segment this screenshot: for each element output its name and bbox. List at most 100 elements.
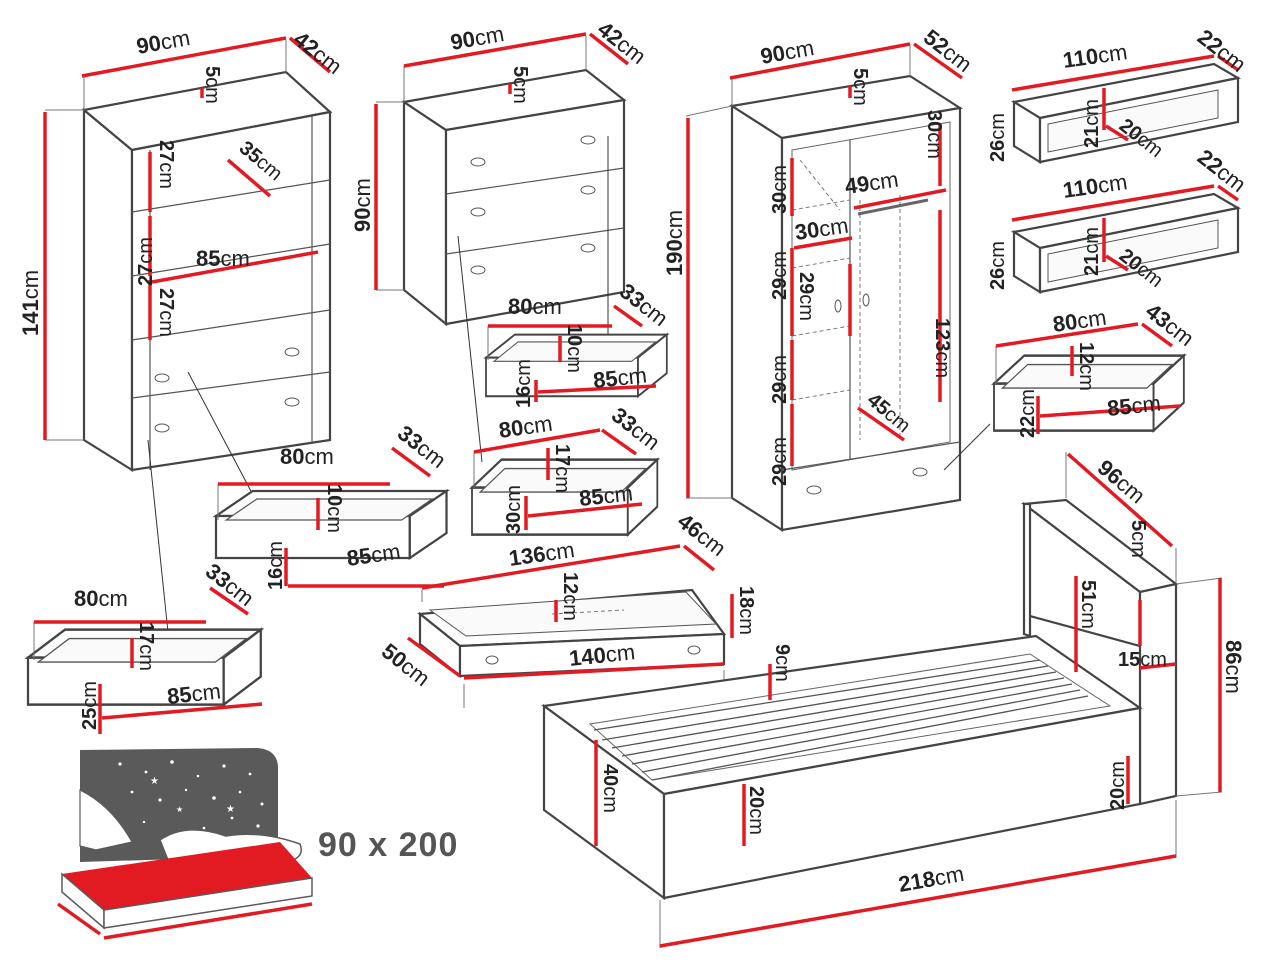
wardrobe-drawer-front-label: 22: [1017, 416, 1039, 438]
mattress-size-icon: ★ ★ ★: [56, 748, 313, 940]
chest-drawer-b-inner-height-label: 17: [551, 444, 573, 466]
wardrobe-width-label: 90: [759, 40, 787, 69]
svg-text:141cm: 141cm: [18, 270, 43, 336]
bed-slats: [593, 659, 1089, 781]
svg-text:190cm: 190cm: [662, 210, 687, 276]
svg-text:10cm: 10cm: [323, 484, 345, 533]
bookcase-top-label: 5: [201, 66, 223, 77]
svg-text:140cm: 140cm: [568, 639, 636, 671]
bed-drawer-outer-width-label: 140: [568, 642, 607, 671]
chest-width-label: 90: [449, 26, 477, 55]
wardrobe-rail-width-label: 49: [843, 171, 871, 199]
svg-text:90cm: 90cm: [759, 35, 816, 69]
svg-text:★: ★: [150, 776, 159, 787]
chest-drawer-a-front-label: 16: [513, 386, 535, 408]
svg-text:30cm: 30cm: [769, 165, 791, 214]
chest-drawer-b: 80cm 33cm 17cm 30cm 85cm: [470, 402, 665, 536]
chest-drawer-a-inner-width-label: 85: [592, 366, 619, 393]
bookcase-drawer-b-front-label: 25: [79, 708, 101, 730]
svg-text:85cm: 85cm: [592, 362, 648, 392]
bed-foot-height-label: 20: [1107, 788, 1129, 810]
wardrobe-hanging-height-label: 123: [931, 318, 953, 351]
svg-text:5cm: 5cm: [849, 68, 871, 106]
chest-drawer-a-width-label: 80: [508, 294, 532, 319]
wardrobe-gap-2-label: 29: [769, 278, 791, 300]
svg-text:27cm: 27cm: [155, 140, 177, 189]
chest-of-drawers: 90cm 42cm 5cm 90cm: [350, 16, 651, 463]
svg-text:16cm: 16cm: [513, 359, 535, 408]
bed-drawer-width-label: 136: [507, 541, 547, 571]
svg-text:★: ★: [176, 805, 183, 814]
wardrobe-drawer-width-label: 80: [1051, 309, 1079, 337]
svg-text:29cm: 29cm: [769, 437, 791, 486]
svg-text:15cm: 15cm: [1118, 649, 1167, 671]
shelf-upper-inner-height-label: 21: [1081, 126, 1103, 148]
bed-drawer-inner-height-label: 12: [559, 572, 581, 594]
svg-text:85cm: 85cm: [1106, 390, 1162, 420]
svg-text:5cm: 5cm: [509, 66, 531, 104]
svg-text:10cm: 10cm: [563, 324, 585, 373]
svg-text:17cm: 17cm: [551, 444, 573, 493]
bed-headboard-top-label: 5: [1127, 520, 1149, 531]
svg-text:80cm: 80cm: [280, 444, 334, 469]
bookcase-drawer-a: 80cm 33cm 10cm 16cm 85cm: [214, 420, 451, 590]
bookcase-inner-width-label: 85: [196, 246, 220, 271]
chest-drawer-b-inner-width-label: 85: [578, 484, 605, 511]
bookcase-drawer-b-inner-height-label: 17: [135, 622, 157, 644]
svg-text:90cm: 90cm: [449, 21, 506, 55]
wardrobe-gap-3-label: 29: [795, 272, 817, 294]
svg-text:218cm: 218cm: [897, 861, 966, 897]
svg-text:5cm: 5cm: [201, 66, 223, 104]
svg-text:26cm: 26cm: [987, 241, 1009, 290]
wall-shelf-upper: 110cm 22cm 26cm 21cm 20cm: [987, 24, 1251, 164]
bookcase-width-label: 90: [135, 30, 163, 59]
bookcase-gap-3-label: 27: [155, 288, 177, 310]
svg-text:16cm: 16cm: [265, 541, 287, 590]
svg-text:29cm: 29cm: [769, 355, 791, 404]
wardrobe-top-label: 5: [849, 68, 871, 79]
chest-drawer-b-width-label: 80: [497, 415, 525, 443]
svg-text:21cm: 21cm: [1081, 227, 1103, 276]
svg-text:22cm: 22cm: [1017, 389, 1039, 438]
bed-frame-height-label: 20: [745, 786, 767, 808]
svg-text:12cm: 12cm: [1075, 342, 1097, 391]
wardrobe-height-label: 190: [662, 239, 687, 276]
svg-text:20cm: 20cm: [745, 786, 767, 835]
svg-text:85cm: 85cm: [166, 678, 222, 708]
bed-headboard-thickness-label: 15: [1118, 649, 1140, 671]
mattress-size-label: 90 x 200: [318, 826, 459, 864]
wardrobe-gap-1-label: 30: [769, 192, 791, 214]
wardrobe-drawer: 80cm 43cm 12cm 22cm 85cm: [992, 298, 1199, 438]
chest-drawer-a-inner-height-label: 10: [563, 324, 585, 346]
wall-shelf-lower: 110cm 22cm 26cm 21cm 20cm: [987, 144, 1251, 294]
svg-text:27cm: 27cm: [155, 288, 177, 337]
svg-text:30cm: 30cm: [923, 110, 945, 159]
bed-headboard-height-label: 86: [1221, 640, 1246, 664]
svg-text:85cm: 85cm: [345, 539, 402, 571]
svg-text:110cm: 110cm: [1061, 39, 1129, 73]
wardrobe-gap-5-label: 29: [769, 464, 791, 486]
bed-length-label: 218: [897, 866, 938, 897]
wardrobe-gap-4-label: 29: [769, 382, 791, 404]
svg-text:80cm: 80cm: [508, 294, 562, 319]
svg-text:49cm: 49cm: [843, 167, 900, 199]
svg-text:25cm: 25cm: [79, 681, 101, 730]
bed-headboard-inner-label: 51: [1077, 580, 1099, 602]
svg-text:123cm: 123cm: [931, 318, 953, 378]
shelf-lower-height-label: 26: [987, 268, 1009, 290]
svg-text:21cm: 21cm: [1081, 99, 1103, 148]
svg-text:90cm: 90cm: [350, 178, 375, 232]
bed-slat-depth-label: 9: [771, 644, 793, 655]
svg-text:33cm: 33cm: [607, 402, 665, 455]
svg-text:80cm: 80cm: [1051, 305, 1108, 337]
bed-drawer: 136cm 46cm 12cm 18cm 50cm 140cm: [377, 508, 757, 708]
svg-text:90cm: 90cm: [135, 25, 192, 59]
svg-text:26cm: 26cm: [987, 113, 1009, 162]
svg-text:136cm: 136cm: [507, 537, 576, 571]
svg-text:33cm: 33cm: [615, 278, 673, 331]
bookcase-height-label: 141: [18, 299, 43, 336]
shelf-lower-width-label: 110: [1061, 173, 1100, 203]
svg-text:40cm: 40cm: [599, 764, 621, 813]
wardrobe-drawer-inner-height-label: 12: [1075, 342, 1097, 364]
